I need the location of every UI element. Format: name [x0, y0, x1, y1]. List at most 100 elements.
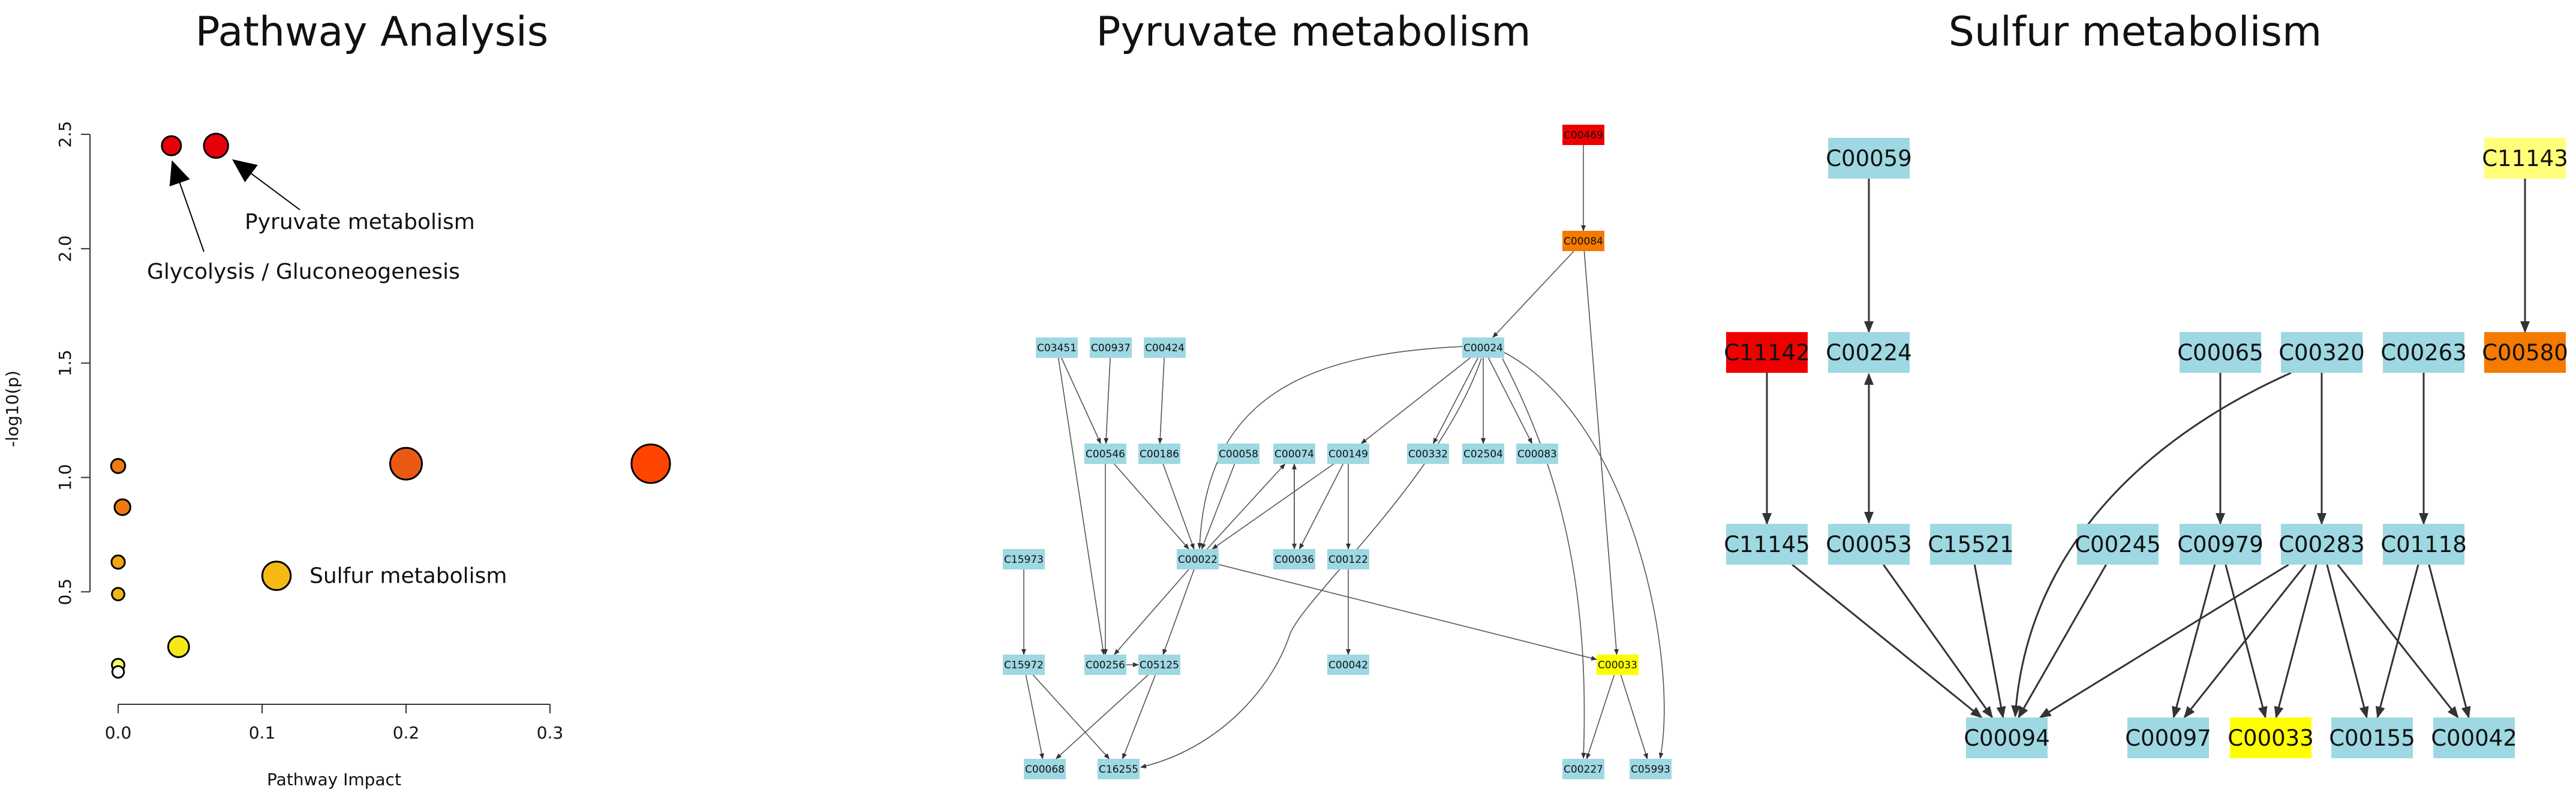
pyruvate-node [1024, 759, 1066, 779]
y-tick-label: 0.5 [55, 578, 75, 605]
pyruvate-edge [1122, 674, 1156, 759]
sulfur-edge [2274, 564, 2318, 719]
pyruvate-node [1407, 444, 1449, 464]
pyruvate-node [1273, 549, 1315, 569]
sulfur-node-label: C00979 [2177, 532, 2264, 557]
sulfur-node-label: C00580 [2482, 340, 2568, 366]
pyruvate-node-label: C00024 [1463, 342, 1503, 354]
pyruvate-edge [1162, 569, 1195, 655]
sulfur-node [1828, 138, 1910, 179]
sulfur-node-label: C00094 [1964, 725, 2050, 751]
pyruvate-node [1327, 655, 1369, 675]
sulfur-node-label: C11143 [2482, 146, 2568, 171]
sulfur-node-label: C01118 [2380, 532, 2467, 557]
pyruvate-node [1144, 337, 1186, 358]
sulfur-node [2484, 332, 2566, 373]
data-point [113, 498, 131, 516]
pyruvate-edge [1218, 564, 1597, 661]
pyruvate-node [1516, 444, 1558, 464]
sulfur-node [2433, 717, 2515, 758]
pyruvate-node [1630, 759, 1672, 779]
pyruvate-node-label: C03451 [1037, 342, 1077, 354]
sulfur-node [2383, 332, 2464, 373]
sulfur-node [1828, 332, 1910, 373]
pyruvate-node-label: C05125 [1140, 659, 1179, 671]
pyruvate-node-label: C00068 [1025, 764, 1065, 776]
sulfur-node-label: C11145 [1724, 532, 1810, 557]
sulfur-node [1930, 524, 2012, 565]
sulfur-node-label: C00320 [2279, 340, 2365, 366]
pyruvate-edge [1504, 352, 1665, 759]
data-point [111, 665, 125, 679]
pyruvate-node-label: C00122 [1328, 554, 1368, 566]
pyruvate-edge [1104, 357, 1111, 444]
pyruvate-node-label: C00469 [1564, 129, 1603, 141]
sulfur-node-label: C00245 [2075, 532, 2161, 557]
pathway-analysis-title: Pathway Analysis [195, 8, 549, 56]
sulfur-edge [2039, 563, 2289, 719]
x-tick-label: 0.1 [249, 723, 276, 743]
pyruvate-node [1273, 444, 1315, 464]
pyruvate-edge [1212, 463, 1334, 550]
pyruvate-node [1003, 549, 1045, 569]
sulfur-edge [2011, 372, 2292, 717]
data-point [203, 132, 229, 159]
data-point [110, 458, 127, 474]
pyruvate-edge [1197, 346, 1464, 549]
pyruvate-node-label: C15972 [1004, 659, 1044, 671]
pyruvate-edge [1158, 357, 1165, 444]
data-point [389, 447, 423, 481]
sulfur-edge [2326, 564, 2369, 719]
data-point [161, 135, 182, 156]
sulfur-node [2180, 524, 2261, 565]
y-axis-title: -log10(p) [2, 370, 22, 447]
pyruvate-node-label: C00546 [1086, 448, 1125, 460]
pyruvate-node [1090, 337, 1132, 358]
pyruvate-edge [1583, 251, 1619, 655]
data-point [167, 635, 190, 658]
pyruvate-node-label: C15973 [1004, 554, 1044, 566]
pyruvate-node-label: C00256 [1086, 659, 1125, 671]
data-point [261, 560, 292, 591]
sulfur-node [2281, 332, 2362, 373]
pyruvate-node-label: C02504 [1463, 448, 1503, 460]
sulfur-edge [1973, 564, 2006, 719]
sulfur-node-label: C00263 [2380, 340, 2467, 366]
pyruvate-edge [1114, 569, 1189, 655]
annotation-label: Sulfur metabolism [309, 564, 507, 589]
sulfur-edge [2018, 564, 2107, 719]
sulfur-edge [2375, 564, 2419, 719]
pyruvate-node [1138, 655, 1180, 675]
pyruvate-node [1562, 125, 1604, 145]
pyruvate-node-label: C16255 [1099, 764, 1138, 776]
annotation-label: Glycolysis / Gluconeogenesis [147, 260, 460, 284]
pyruvate-node [1177, 549, 1219, 569]
pyruvate-edge [1433, 357, 1478, 444]
pyruvate-node-label: C00058 [1219, 448, 1258, 460]
sulfur-node [1828, 524, 1910, 565]
y-tick-label: 2.5 [55, 121, 75, 148]
sulfur-node-label: C00059 [1826, 146, 1912, 171]
pyruvate-node [1003, 655, 1045, 675]
sulfur-node-label: C00033 [2228, 725, 2314, 751]
sulfur-node [2331, 717, 2413, 758]
pyruvate-node [1327, 549, 1369, 569]
pyruvate-node-label: C05993 [1631, 764, 1670, 776]
sulfur-node-label: C00097 [2125, 725, 2211, 751]
sulfur-edge [1792, 563, 1983, 719]
pyruvate-edge [1162, 463, 1195, 550]
sulfur-edge [1882, 564, 1994, 719]
sulfur-node [2281, 524, 2362, 565]
sulfur-node [2180, 332, 2261, 373]
sulfur-node-label: C15521 [1928, 532, 2014, 557]
pyruvate-edge [1025, 674, 1044, 759]
pyruvate-edge [1061, 357, 1101, 444]
sulfur-title: Sulfur metabolism [1948, 8, 2322, 56]
pyruvate-node [1562, 759, 1604, 779]
sulfur-node [2383, 524, 2464, 565]
sulfur-node [2230, 717, 2312, 758]
pyruvate-edge [1487, 357, 1533, 444]
pyruvate-node [1036, 337, 1078, 358]
